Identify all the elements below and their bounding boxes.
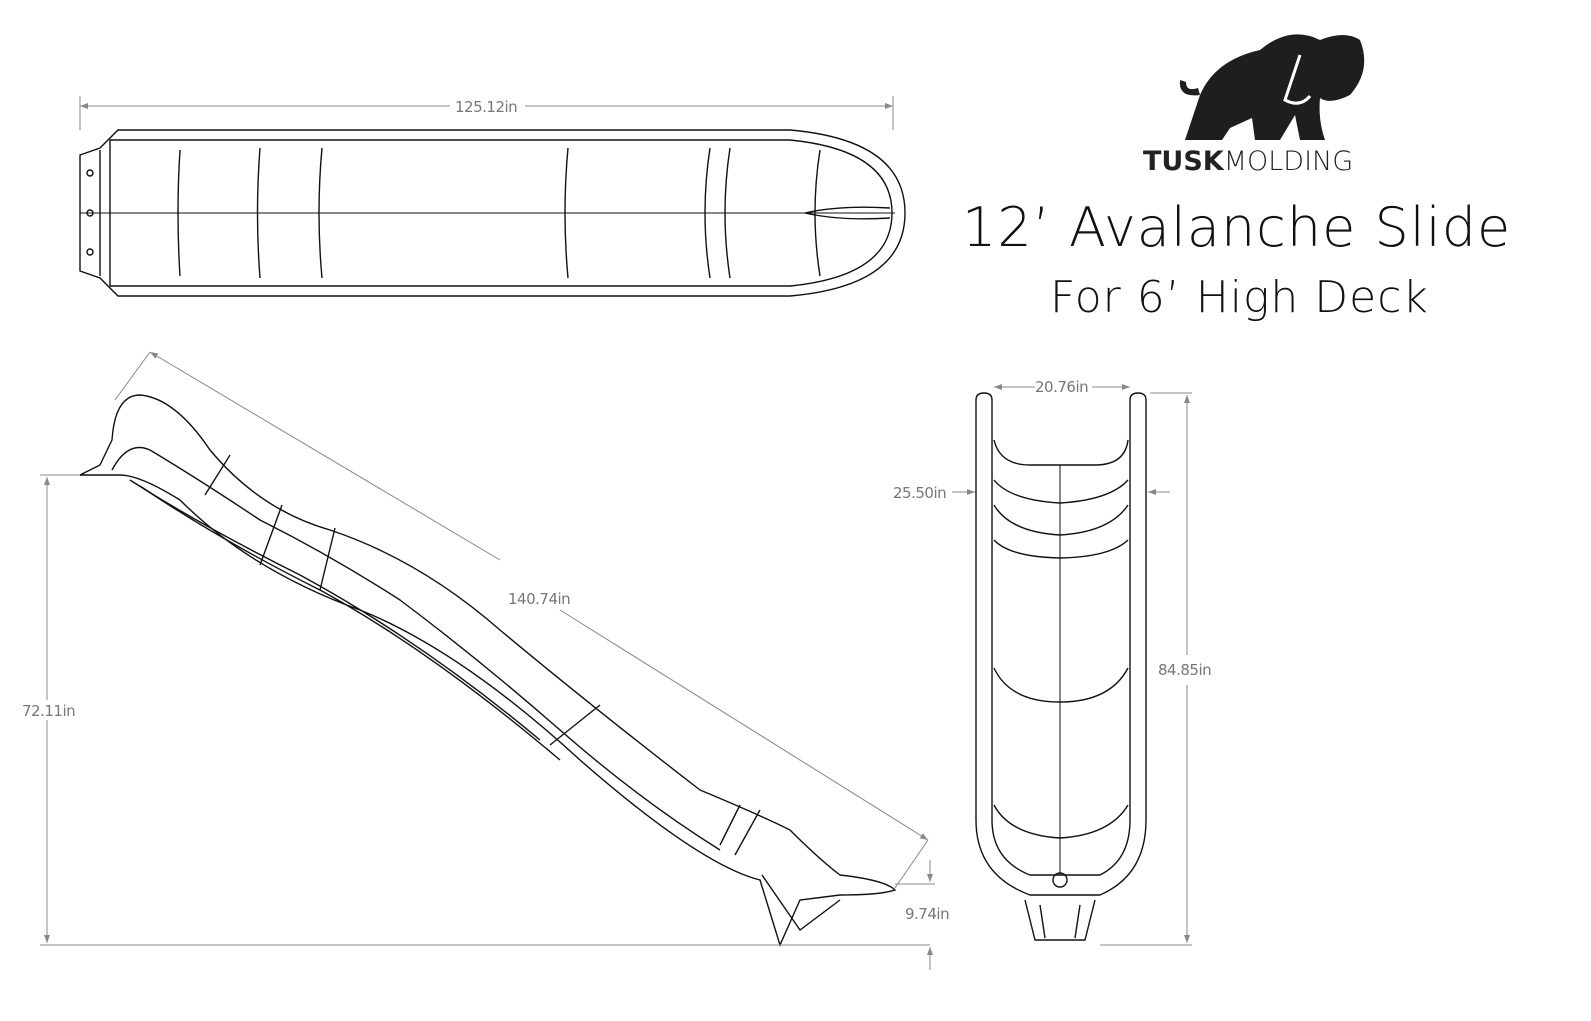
dim-front-height: 84.85in [1158,661,1211,679]
mammoth-logo [1179,34,1365,140]
brand-name: TUSKMOLDING [1143,146,1353,177]
dimension-front [952,384,1192,946]
front-view [975,392,1147,941]
brand-bold: TUSK [1143,146,1224,177]
brand-light: MOLDING [1223,146,1354,177]
dim-deck-height: 72.11in [22,702,75,720]
dimension-side [40,351,935,970]
dimension-top-length [79,96,894,130]
product-title: 12’ Avalanche Slide [962,196,1512,259]
dim-inner-width: 20.76in [1035,378,1088,396]
top-view [79,129,906,297]
product-subtitle: For 6’ High Deck [1050,272,1429,323]
dim-exit-height: 9.74in [905,905,949,923]
dim-outer-width: 25.50in [893,484,946,502]
dim-slide-length: 140.74in [508,590,570,608]
dim-top-length: 125.12in [455,98,517,116]
side-view [79,394,897,947]
